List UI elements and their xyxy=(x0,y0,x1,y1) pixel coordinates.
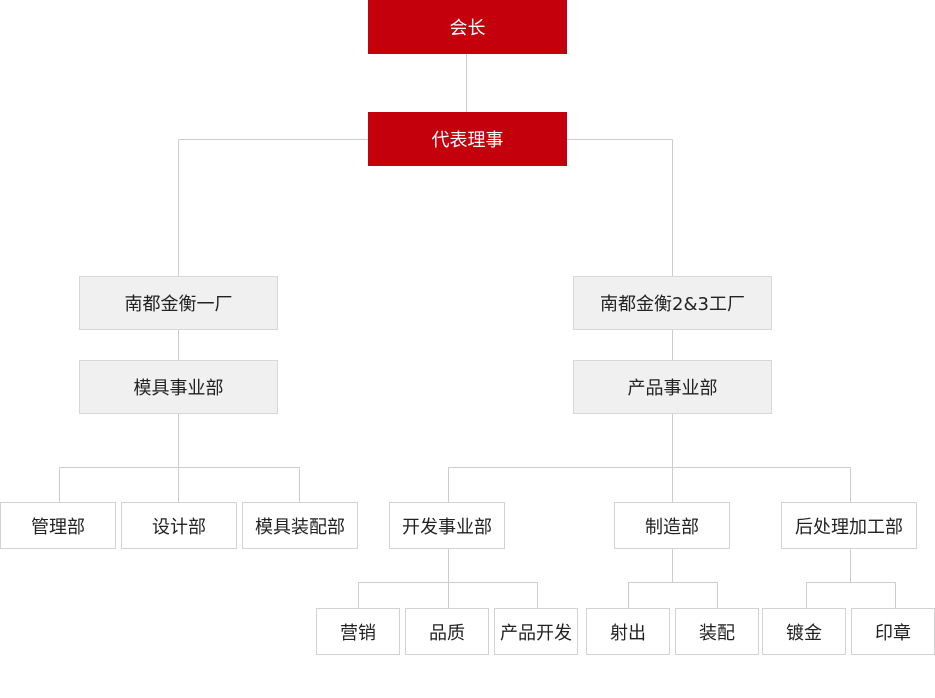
node-product-dev: 产品开发 xyxy=(494,608,578,655)
node-plant23: 南都金衡2&3工厂 xyxy=(573,276,772,330)
node-printing: 印章 xyxy=(851,608,935,655)
node-assembly: 装配 xyxy=(675,608,759,655)
node-mold-assembly: 模具装配部 xyxy=(242,502,358,549)
node-chairman: 会长 xyxy=(368,0,567,54)
node-dev-division: 开发事业部 xyxy=(389,502,505,549)
node-post-processing: 后处理加工部 xyxy=(781,502,917,549)
node-quality: 品质 xyxy=(405,608,489,655)
node-plating: 镀金 xyxy=(762,608,846,655)
node-injection: 射出 xyxy=(586,608,670,655)
node-ceo: 代表理事 xyxy=(368,112,567,166)
node-mold-division: 模具事业部 xyxy=(79,360,278,414)
node-design: 设计部 xyxy=(121,502,237,549)
node-manufacturing: 制造部 xyxy=(614,502,730,549)
node-plant1: 南都金衡一厂 xyxy=(79,276,278,330)
node-product-division: 产品事业部 xyxy=(573,360,772,414)
node-management: 管理部 xyxy=(0,502,116,549)
node-marketing: 营销 xyxy=(316,608,400,655)
